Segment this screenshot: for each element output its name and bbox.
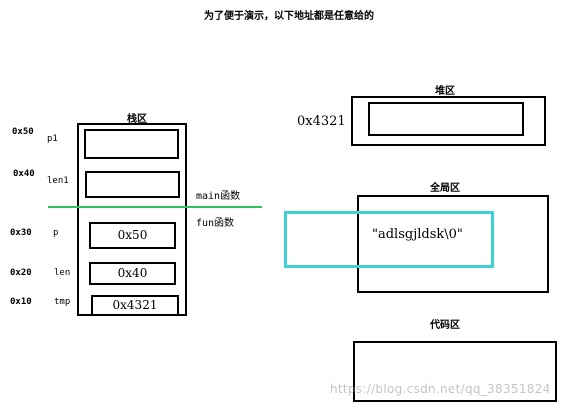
demo-note: 为了便于演示，以下地址都是任意给的 (204, 11, 374, 22)
address-label: 0x20 (10, 268, 32, 278)
variable-name-p1: p1 (47, 134, 58, 144)
stack-slot-p: 0x50 (89, 222, 176, 249)
stack-slot-tmp: 0x4321 (91, 295, 179, 316)
heap-region (351, 96, 546, 146)
variable-name-len: len (54, 268, 71, 278)
variable-name-p: p (53, 228, 59, 238)
string-literal-highlight (284, 211, 494, 268)
address-label: 0x40 (13, 169, 35, 179)
watermark: https://blog.csdn.net/qq_38351824 (330, 382, 551, 396)
fun-scope-label: fun函数 (196, 218, 235, 229)
stack-slot-len: 0x40 (89, 262, 176, 285)
stack-region-label: 栈区 (127, 114, 147, 125)
string-literal: "adlsgjldsk\0" (372, 227, 463, 242)
address-label: 0x10 (10, 297, 32, 307)
variable-name-len1: len1 (47, 176, 69, 186)
address-label: 0x30 (10, 228, 32, 238)
heap-block (368, 102, 524, 136)
code-region-label: 代码区 (430, 320, 460, 331)
scope-divider (48, 206, 262, 208)
global-region (357, 195, 549, 293)
main-scope-label: main函数 (196, 191, 241, 202)
stack-slot-p1 (84, 129, 179, 159)
global-region-label: 全局区 (430, 183, 460, 194)
address-label: 0x50 (12, 127, 34, 137)
stack-slot-len1 (85, 171, 180, 198)
heap-address-label: 0x4321 (297, 114, 346, 129)
variable-name-tmp: tmp (54, 297, 71, 307)
heap-region-label: 堆区 (435, 86, 455, 97)
code-region (353, 341, 557, 402)
